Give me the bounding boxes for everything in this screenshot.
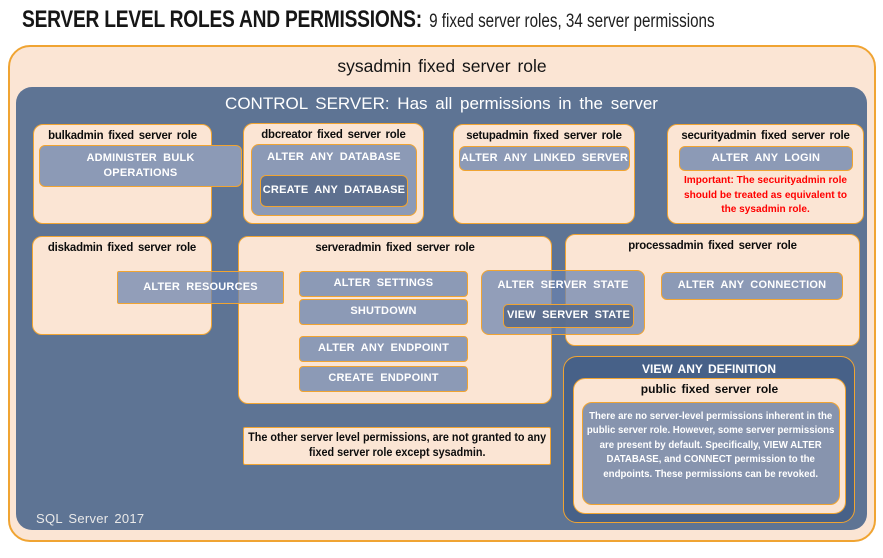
- role-title-securityadmin: securityadmin fixed server role: [681, 128, 850, 142]
- permission-label: CREATE ENDPOINT: [328, 372, 439, 385]
- role-title-diskadmin: diskadmin fixed server role: [47, 240, 197, 254]
- permission-alter-any-linked-server: ALTER ANY LINKED SERVER: [459, 146, 630, 171]
- permission-create-endpoint: CREATE ENDPOINT: [299, 366, 468, 392]
- role-title-public: public fixed server role: [640, 382, 779, 396]
- permission-label: VIEW SERVER STATE: [506, 309, 631, 322]
- permission-alter-any-connection: ALTER ANY CONNECTION: [661, 272, 843, 300]
- sysadmin-role-box: sysadmin fixed server role CONTROL SERVE…: [8, 45, 876, 542]
- role-title-setupadmin: setupadmin fixed server role: [466, 128, 622, 142]
- page-title: SERVER LEVEL ROLES AND PERMISSIONS: 9 fix…: [22, 6, 715, 34]
- permission-alter-any-endpoint: ALTER ANY ENDPOINT: [299, 336, 468, 362]
- permission-create-any-database: CREATE ANY DATABASE: [260, 175, 408, 207]
- permission-label: ALTER ANY DATABASE: [267, 151, 401, 163]
- role-box-securityadmin: securityadmin fixed server role ALTER AN…: [667, 124, 864, 224]
- page-title-main: SERVER LEVEL ROLES AND PERMISSIONS:: [22, 6, 422, 33]
- page-title-sub: 9 fixed server roles, 34 server permissi…: [429, 11, 715, 32]
- permission-alter-any-database: ALTER ANY DATABASE CREATE ANY DATABASE: [251, 144, 417, 216]
- permission-alter-server-state: ALTER SERVER STATE VIEW SERVER STATE: [481, 270, 645, 335]
- permission-label: ALTER SETTINGS: [333, 277, 434, 290]
- role-box-bulkadmin: bulkadmin fixed server role ADMINISTER B…: [33, 124, 242, 224]
- sysadmin-role-title: sysadmin fixed server role: [337, 56, 547, 76]
- permission-alter-settings: ALTER SETTINGS: [299, 271, 468, 297]
- role-box-public: public fixed server role There are no se…: [573, 378, 846, 514]
- role-box-setupadmin: setupadmin fixed server role ALTER ANY L…: [453, 124, 635, 224]
- role-title-bulkadmin: bulkadmin fixed server role: [48, 128, 197, 142]
- other-permissions-note-box: The other server level permissions, are …: [243, 427, 551, 465]
- permission-label: ADMINISTER BULK OPERATIONS: [86, 151, 195, 179]
- securityadmin-warning-text: Important: The securityadmin role should…: [683, 174, 847, 215]
- role-title-serveradmin: serveradmin fixed server role: [315, 240, 475, 254]
- permission-label: CREATE ANY DATABASE: [262, 184, 406, 197]
- permission-alter-any-login: ALTER ANY LOGIN: [679, 146, 853, 171]
- permission-label: SHUTDOWN: [350, 305, 417, 318]
- permission-label: ALTER ANY ENDPOINT: [317, 342, 449, 355]
- role-title-processadmin: processadmin fixed server role: [628, 238, 797, 252]
- control-server-box: CONTROL SERVER: Has all permissions in t…: [16, 87, 867, 530]
- permission-label: ALTER ANY CONNECTION: [677, 279, 827, 292]
- permission-label: ALTER ANY LINKED SERVER: [460, 151, 629, 164]
- permission-view-any-definition: VIEW ANY DEFINITION public fixed server …: [563, 356, 855, 523]
- permission-label: ALTER ANY LOGIN: [711, 151, 821, 164]
- role-box-dbcreator: dbcreator fixed server role ALTER ANY DA…: [243, 123, 424, 224]
- public-role-note-box: There are no server-level permissions in…: [582, 402, 840, 505]
- permission-view-server-state: VIEW SERVER STATE: [503, 304, 634, 328]
- public-role-note-text: There are no server-level permissions in…: [587, 410, 835, 480]
- role-title-dbcreator: dbcreator fixed server role: [261, 127, 406, 141]
- other-permissions-note-text: The other server level permissions, are …: [248, 432, 546, 459]
- permission-administer-bulk-operations: ADMINISTER BULK OPERATIONS: [39, 145, 242, 187]
- permission-label: ALTER SERVER STATE: [497, 279, 629, 291]
- permission-label: ALTER RESOURCES: [143, 280, 258, 293]
- control-server-title: CONTROL SERVER: Has all permissions in t…: [225, 94, 658, 113]
- permission-shutdown: SHUTDOWN: [299, 299, 468, 325]
- permission-label: VIEW ANY DEFINITION: [641, 362, 776, 376]
- permission-alter-resources: ALTER RESOURCES: [117, 271, 284, 304]
- sql-server-version-label: SQL Server 2017: [36, 511, 145, 526]
